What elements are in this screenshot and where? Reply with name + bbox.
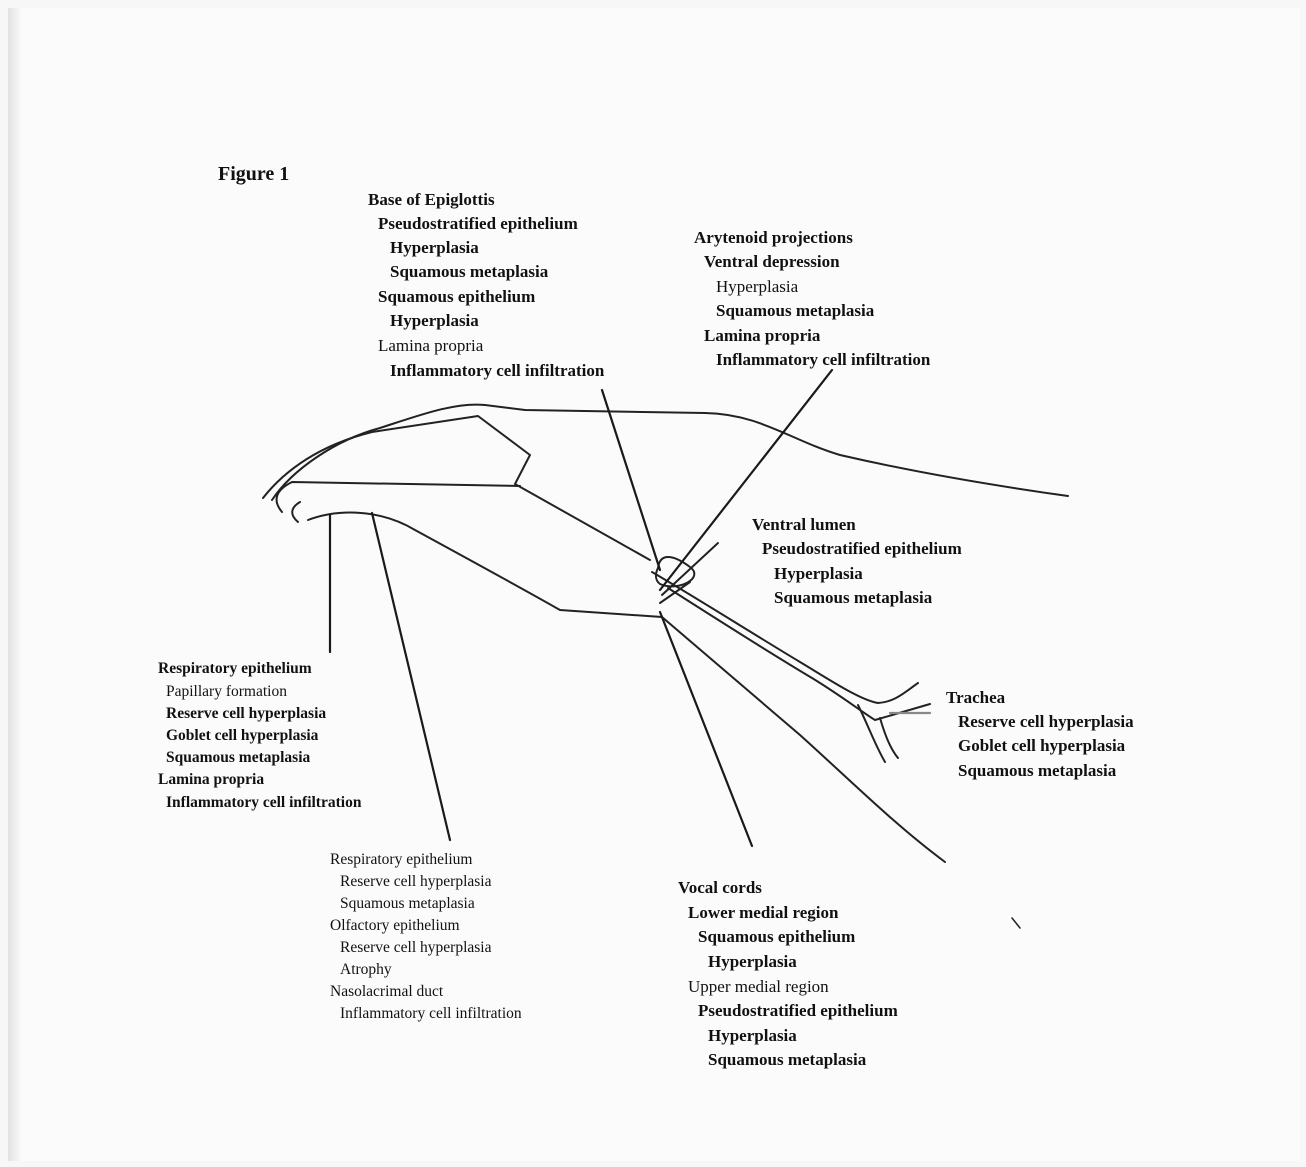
label-vocal-cords-item: Squamous epithelium bbox=[698, 928, 855, 945]
label-respiratory-left-heading: Respiratory epithelium bbox=[158, 661, 312, 677]
label-arytenoid-heading: Arytenoid projections bbox=[694, 229, 853, 246]
label-epiglottis-item: Hyperplasia bbox=[390, 312, 479, 329]
label-respiratory-left-item: Reserve cell hyperplasia bbox=[166, 706, 326, 722]
label-vocal-cords-item: Hyperplasia bbox=[708, 1027, 797, 1044]
outline-nasal-cavity bbox=[263, 416, 650, 560]
label-nasal-item: Squamous metaplasia bbox=[340, 896, 475, 912]
label-nasal-item: Nasolacrimal duct bbox=[330, 984, 443, 1000]
label-vocal-cords-heading: Vocal cords bbox=[678, 879, 762, 896]
label-arytenoid-item: Lamina propria bbox=[704, 327, 820, 344]
label-trachea-item: Reserve cell hyperplasia bbox=[958, 713, 1134, 730]
label-vocal-cords-item: Pseudostratified epithelium bbox=[698, 1002, 898, 1019]
outline-dorsal bbox=[272, 405, 1068, 500]
label-ventral-lumen-item: Pseudostratified epithelium bbox=[762, 540, 962, 557]
label-respiratory-left-item: Inflammatory cell infiltration bbox=[166, 795, 361, 811]
label-respiratory-left-item: Goblet cell hyperplasia bbox=[166, 728, 318, 744]
label-epiglottis-item: Hyperplasia bbox=[390, 239, 479, 256]
label-nasal-heading: Respiratory epithelium bbox=[330, 852, 472, 868]
label-respiratory-left-item: Squamous metaplasia bbox=[166, 750, 310, 766]
label-vocal-cords-item: Hyperplasia bbox=[708, 953, 797, 970]
label-trachea-item: Squamous metaplasia bbox=[958, 762, 1116, 779]
label-vocal-cords-item: Lower medial region bbox=[688, 904, 838, 921]
leader-epiglottis bbox=[602, 390, 660, 570]
label-arytenoid-item: Ventral depression bbox=[704, 253, 840, 270]
label-arytenoid-item: Inflammatory cell infiltration bbox=[716, 351, 930, 368]
label-nasal-item: Atrophy bbox=[340, 962, 392, 978]
label-epiglottis-item: Squamous metaplasia bbox=[390, 263, 548, 280]
label-epiglottis-item: Lamina propria bbox=[378, 337, 483, 354]
label-epiglottis-item: Squamous epithelium bbox=[378, 288, 535, 305]
outline-palate bbox=[277, 482, 520, 512]
figure-title: Figure 1 bbox=[218, 164, 289, 184]
label-trachea-heading: Trachea bbox=[946, 689, 1005, 706]
label-nasal-item: Inflammatory cell infiltration bbox=[340, 1006, 522, 1022]
leader-nasal bbox=[372, 513, 450, 840]
label-vocal-cords-item: Upper medial region bbox=[688, 978, 829, 995]
label-ventral-lumen-item: Hyperplasia bbox=[774, 565, 863, 582]
label-epiglottis-heading: Base of Epiglottis bbox=[368, 191, 495, 208]
label-trachea-item: Goblet cell hyperplasia bbox=[958, 737, 1125, 754]
label-vocal-cords-item: Squamous metaplasia bbox=[708, 1051, 866, 1068]
trachea-ring-2 bbox=[880, 718, 898, 758]
label-arytenoid-item: Squamous metaplasia bbox=[716, 302, 874, 319]
label-epiglottis-item: Inflammatory cell infiltration bbox=[390, 362, 604, 379]
label-arytenoid-item: Hyperplasia bbox=[716, 278, 798, 295]
label-nasal-item: Reserve cell hyperplasia bbox=[340, 874, 492, 890]
trachea-ring-1 bbox=[858, 705, 885, 762]
label-epiglottis-item: Pseudostratified epithelium bbox=[378, 215, 578, 232]
scan-speck bbox=[1012, 918, 1020, 928]
outline-ventral bbox=[308, 513, 662, 617]
label-nasal-item: Reserve cell hyperplasia bbox=[340, 940, 492, 956]
label-nasal-item: Olfactory epithelium bbox=[330, 918, 460, 934]
label-respiratory-left-item: Papillary formation bbox=[166, 684, 287, 700]
label-respiratory-left-item: Lamina propria bbox=[158, 772, 264, 788]
trachea-lower bbox=[662, 617, 945, 862]
outline-palate-inner bbox=[292, 502, 300, 522]
label-ventral-lumen-item: Squamous metaplasia bbox=[774, 589, 932, 606]
leader-vocal-cords bbox=[660, 612, 752, 846]
label-ventral-lumen-heading: Ventral lumen bbox=[752, 516, 856, 533]
